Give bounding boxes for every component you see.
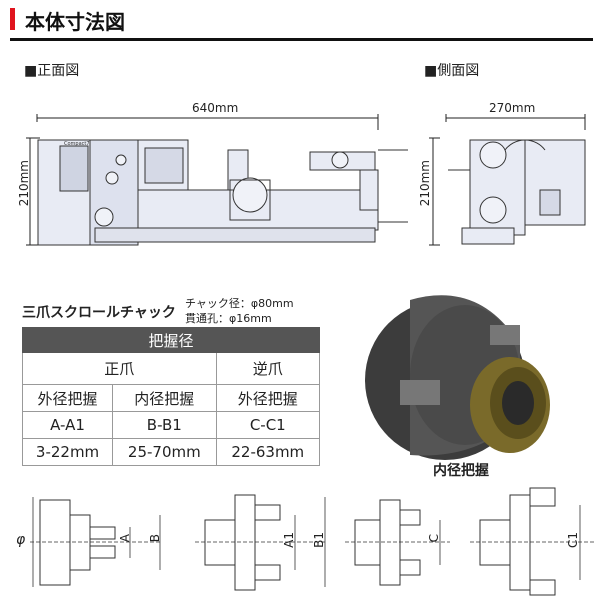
dim-c-label: C [427, 534, 441, 543]
chuck-title: 三爪スクロールチャック [22, 305, 176, 321]
photo-caption: 内径把握 [433, 463, 489, 479]
column-header: 外径把握 [21, 384, 114, 412]
jaw-diagrams [30, 487, 595, 596]
dim-b1-label: B1 [312, 532, 326, 548]
dim-c1-label: C1 [566, 532, 580, 549]
page-title: 本体寸法図 [25, 10, 125, 34]
front-view-drawing [37, 139, 408, 246]
group-reverse-jaw: 逆爪 [215, 352, 321, 385]
through-hole-spec: 貫通孔：φ16mm [185, 312, 272, 325]
range-cell: 3-22mm [21, 438, 114, 466]
front-width-dimension: 640mm [192, 101, 239, 115]
column-header: 外径把握 [215, 384, 321, 412]
title-divider [10, 38, 593, 41]
chuck-diameter-spec: チャック径：φ80mm [185, 297, 294, 310]
table-header: 把握径 [22, 327, 320, 353]
phi-label: φ [16, 532, 26, 548]
code-cell: B-B1 [112, 411, 217, 439]
lathe-drawings: Compact7 [26, 114, 586, 246]
chuck-photo [365, 295, 550, 460]
range-cell: 25-70mm [112, 438, 217, 466]
code-cell: C-C1 [215, 411, 321, 439]
range-cell: 22-63mm [215, 438, 321, 466]
front-brand-logo: Compact7 [64, 141, 90, 147]
side-view-label: ■側面図 [424, 63, 480, 79]
group-normal-jaw: 正爪 [22, 352, 217, 385]
code-cell: A-A1 [21, 411, 114, 439]
dim-a1-label: A1 [282, 532, 296, 548]
front-view-label: ■正面図 [24, 63, 80, 79]
side-view-drawing [448, 139, 586, 245]
dim-b-label: B [148, 534, 162, 543]
column-header: 内径把握 [112, 384, 217, 412]
side-width-dimension: 270mm [489, 101, 536, 115]
title-accent-bar [10, 8, 15, 30]
dim-a-label: A [118, 534, 132, 543]
